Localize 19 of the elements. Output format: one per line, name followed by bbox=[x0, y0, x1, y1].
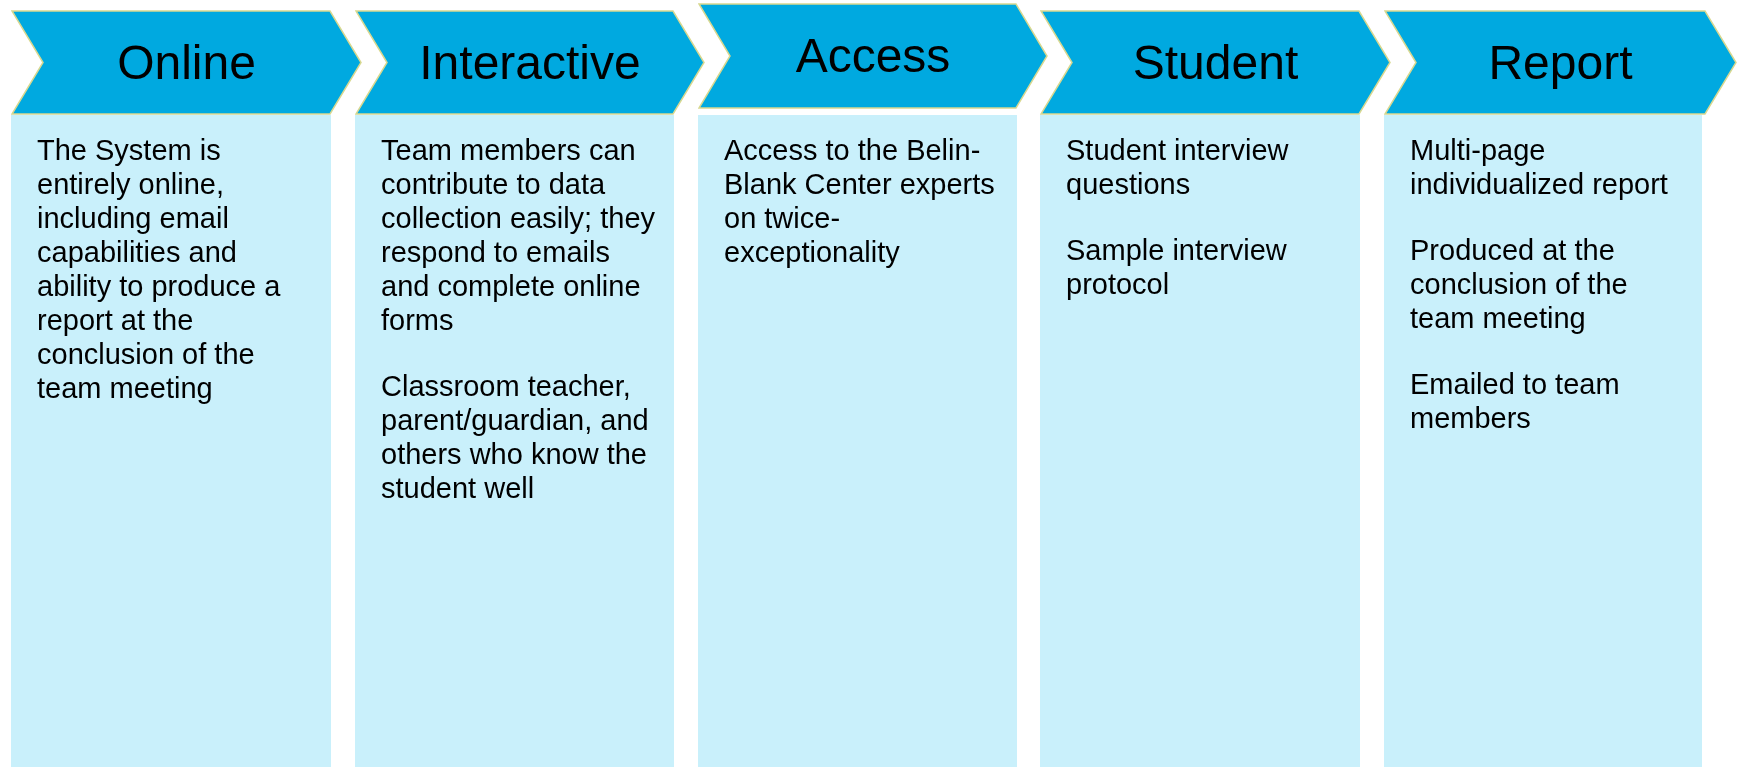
step-heading: Online bbox=[116, 38, 257, 87]
panel-text: Access to the Belin-Blank Center experts on twice-exceptionality bbox=[724, 133, 996, 269]
panel-text: Sample interview protocol bbox=[1066, 233, 1288, 301]
panel-text: The System is entirely online, including email capabilities and ability to produce a report at the conclusion of the team meeting bbox=[37, 133, 282, 405]
content-panel bbox=[698, 115, 1017, 767]
panel-text: Classroom teacher, parent/guardian, and others who know the student well bbox=[381, 369, 650, 505]
step-heading: Report bbox=[1487, 38, 1634, 87]
content-panel bbox=[1384, 115, 1702, 767]
panel-text: Multi-page individualized report bbox=[1410, 133, 1669, 201]
panel-text: Student interview questions bbox=[1066, 133, 1290, 201]
panel-text: Team members can contribute to data collection easily; they respond to emails and complete online forms bbox=[381, 133, 657, 337]
content-panel bbox=[11, 115, 331, 767]
step-heading: Access bbox=[794, 32, 952, 80]
content-panel bbox=[355, 115, 674, 767]
step-heading: Student bbox=[1131, 38, 1300, 87]
content-panel bbox=[1040, 115, 1360, 767]
panel-text: Produced at the conclusion of the team meeting bbox=[1410, 233, 1629, 335]
step-heading: Interactive bbox=[418, 38, 642, 87]
panel-text: Emailed to team members bbox=[1410, 367, 1621, 435]
